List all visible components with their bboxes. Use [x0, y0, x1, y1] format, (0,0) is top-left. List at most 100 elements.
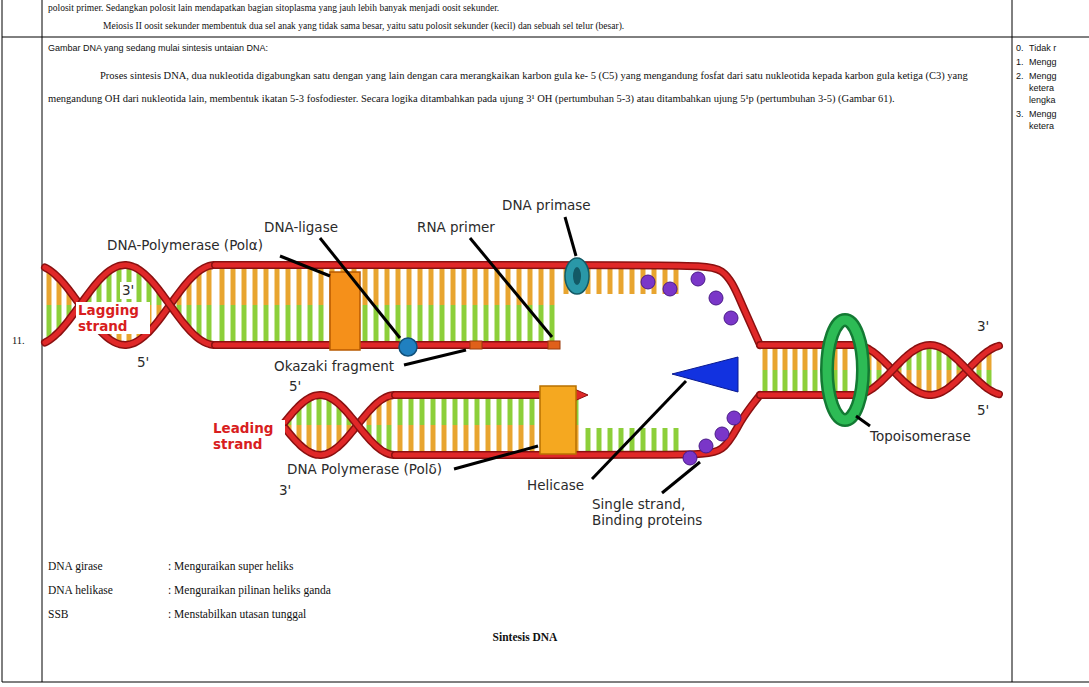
base-stick — [431, 425, 436, 452]
base-stick — [793, 370, 798, 392]
base-stick — [231, 268, 236, 305]
base-stick — [275, 268, 280, 305]
base-stick — [486, 398, 491, 425]
base-stick — [464, 398, 469, 425]
base-stick — [528, 268, 533, 305]
base-stick — [763, 370, 768, 392]
score-number: 0. — [1016, 42, 1024, 54]
table-rule — [2, 682, 1089, 683]
ssb-protein — [715, 427, 729, 441]
base-stick — [843, 370, 848, 392]
strand-edge — [855, 345, 999, 395]
leader-line — [454, 446, 538, 469]
figure-heading: Gambar DNA yang sedang mulai sintesis un… — [48, 42, 268, 54]
part-label: RNA primer — [415, 219, 497, 236]
dna-polymerase-delta — [540, 386, 576, 454]
base-pairs — [49, 265, 989, 455]
dna-ligase — [399, 338, 417, 356]
base-stick — [396, 268, 401, 305]
base-stick — [506, 305, 511, 342]
base-stick — [286, 268, 291, 305]
base-stick — [297, 268, 302, 305]
base-stick — [508, 398, 513, 425]
sugar-phosphate-strand — [482, 343, 548, 348]
base-stick — [517, 305, 522, 342]
base-stick — [497, 425, 502, 452]
base-stick — [420, 425, 425, 452]
ssb-protein — [727, 411, 741, 425]
base-stick — [813, 370, 818, 392]
strand-edge — [285, 395, 393, 455]
base-stick — [275, 305, 280, 342]
base-stick — [253, 305, 258, 342]
strand-end-label: 3' — [975, 318, 991, 335]
base-stick — [385, 268, 390, 305]
base-stick — [641, 428, 646, 452]
paragraph: Proses sintesis DNA, dua nukleotida diga… — [48, 64, 1003, 110]
ssb-protein — [663, 282, 677, 296]
base-stick — [242, 305, 247, 342]
base-stick — [462, 305, 467, 342]
leader-line — [404, 350, 466, 365]
score-text: Mengg ketera lengka — [1029, 70, 1069, 106]
part-label: Okazaki fragment — [272, 358, 396, 375]
base-stick — [674, 428, 679, 452]
base-stick — [451, 268, 456, 305]
base-stick — [475, 425, 480, 452]
base-stick — [803, 348, 808, 370]
sugar-phosphate-strand — [855, 345, 999, 395]
base-stick — [462, 268, 467, 305]
base-stick — [398, 398, 403, 425]
base-stick — [783, 348, 788, 370]
base-stick — [363, 268, 368, 305]
dna-strands — [45, 265, 999, 455]
base-stick — [619, 268, 624, 294]
base-stick — [763, 348, 768, 370]
sugar-phosphate-strand — [855, 345, 999, 395]
score-text: Mengg — [1029, 56, 1081, 68]
base-stick — [475, 398, 480, 425]
strand-edge — [45, 265, 213, 345]
leader-line — [856, 416, 870, 426]
base-stick — [429, 268, 434, 305]
row-number: 11. — [12, 335, 25, 346]
strand-edge — [215, 265, 760, 345]
base-stick — [308, 268, 313, 305]
base-stick — [297, 305, 302, 342]
strand-edge — [482, 341, 548, 349]
base-stick — [843, 348, 848, 370]
rna-primer — [548, 341, 560, 349]
definition: : Menstabilkan utasan tunggal — [168, 607, 306, 621]
base-stick — [793, 348, 798, 370]
base-stick — [264, 305, 269, 342]
base-stick — [319, 305, 324, 342]
sugar-phosphate-strand — [285, 395, 393, 455]
score-number: 1. — [1016, 56, 1024, 68]
base-stick — [539, 268, 544, 305]
base-stick — [663, 428, 668, 452]
base-stick — [440, 305, 445, 342]
strand-edge — [760, 391, 855, 399]
sugar-phosphate-strand — [45, 265, 213, 345]
part-label: DNA-ligase — [262, 219, 340, 236]
term: DNA girase — [48, 559, 103, 573]
sugar-phosphate-strand — [215, 343, 398, 348]
strand-end-label: 5' — [287, 378, 303, 395]
part-label: Single strand, Binding proteins — [590, 496, 726, 528]
base-stick — [813, 348, 818, 370]
base-stick — [608, 428, 613, 452]
base-stick — [473, 268, 478, 305]
base-stick — [242, 268, 247, 305]
base-stick — [495, 305, 500, 342]
sugar-phosphate-strand — [285, 395, 393, 455]
strand-edge — [760, 341, 855, 349]
base-stick — [451, 305, 456, 342]
table-rule — [2, 37, 1089, 38]
base-stick — [409, 398, 414, 425]
base-stick — [773, 348, 778, 370]
ssb-protein — [683, 451, 697, 465]
leader-line — [280, 256, 330, 276]
base-stick — [803, 370, 808, 392]
strand-end-label: 3' — [120, 282, 136, 299]
figure-caption: Sintesis DNA — [445, 631, 605, 643]
